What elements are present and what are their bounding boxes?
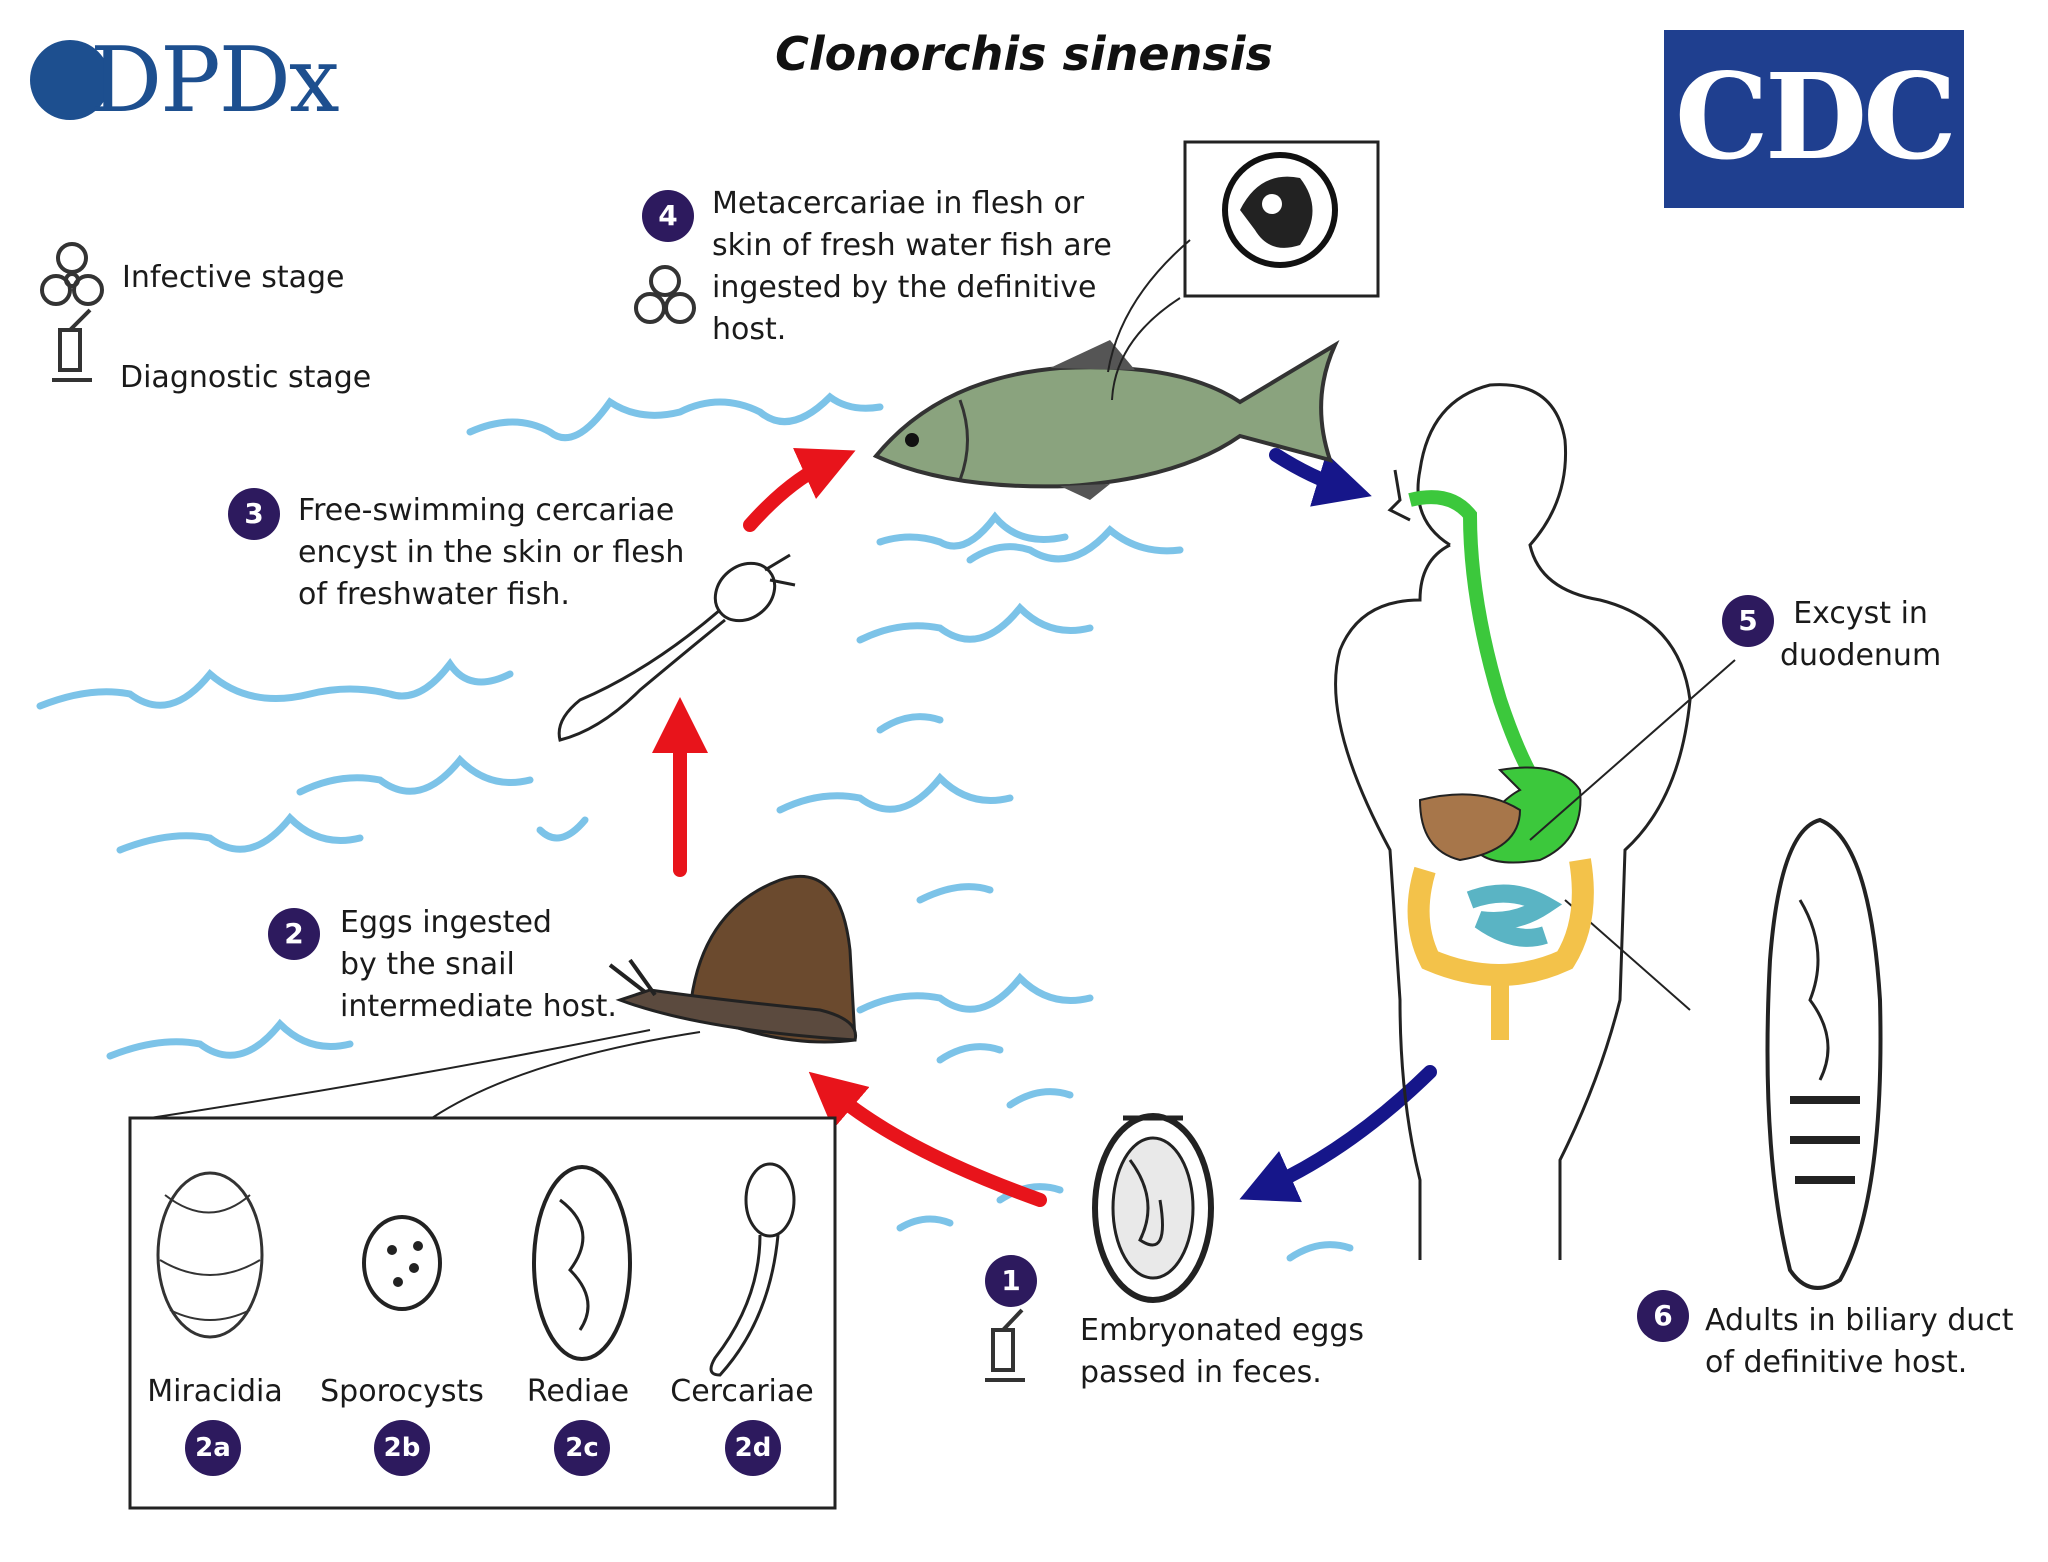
step-text-1: Embryonated eggs passed in feces. — [1080, 1313, 1365, 1390]
human-figure — [1334, 383, 1692, 1260]
inset-label-miracidia: Miracidia — [147, 1374, 283, 1409]
step-badge-1: 1 — [985, 1255, 1037, 1307]
water-waves — [36, 392, 1354, 1262]
step-badge-6: 6 — [1637, 1290, 1689, 1342]
step-text-3: Free-swimming cercariae encyst in the sk… — [298, 493, 685, 612]
snail-figure — [149, 874, 858, 1119]
inset-badge-2a: 2a — [185, 1420, 241, 1476]
dpdx-logo-icon — [30, 40, 110, 120]
snail-stage-inset — [128, 1116, 837, 1510]
step-text-5: Excyst in duodenum — [1780, 596, 1942, 673]
inset-badge-2c: 2c — [554, 1420, 610, 1476]
cdc-logo: CDC — [1664, 30, 1964, 208]
cdc-logo-text: CDC — [1674, 47, 1957, 186]
diagram-title: Clonorchis sinensis — [775, 27, 1273, 81]
digestive-tract — [1407, 490, 1736, 1040]
step-badge-4: 4 — [642, 190, 694, 242]
step-text-2: Eggs ingested by the snail intermediate … — [340, 905, 617, 1024]
step-badge-3: 3 — [228, 488, 280, 540]
inset-badge-2b: 2b — [374, 1420, 430, 1476]
inset-label-cercariae: Cercariae — [670, 1374, 814, 1409]
legend-infective-label: Infective stage — [122, 260, 345, 295]
red-arrows — [652, 447, 1047, 1207]
adult-fluke-figure — [1564, 817, 1883, 1290]
inset-label-sporocysts: Sporocysts — [320, 1374, 484, 1409]
step-badge-5: 5 — [1722, 595, 1774, 647]
embryonated-egg-figure — [1092, 1113, 1214, 1303]
cercaria-figure — [557, 553, 796, 742]
fish-figure — [872, 339, 1340, 500]
dpdx-logo: DPDx — [90, 28, 340, 133]
inset-badge-2d: 2d — [725, 1420, 781, 1476]
inset-label-rediae: Rediae — [526, 1374, 630, 1409]
legend-diagnostic-label: Diagnostic stage — [120, 360, 372, 395]
blue-arrows — [1239, 448, 1437, 1203]
step-badge-2: 2 — [268, 908, 320, 960]
step-text-6: Adults in biliary duct of definitive hos… — [1705, 1303, 2014, 1380]
step-text-4: Metacercariae in flesh or skin of fresh … — [712, 186, 1112, 347]
legend-icons — [40, 242, 1025, 1382]
metacercaria-inset — [1107, 140, 1380, 401]
